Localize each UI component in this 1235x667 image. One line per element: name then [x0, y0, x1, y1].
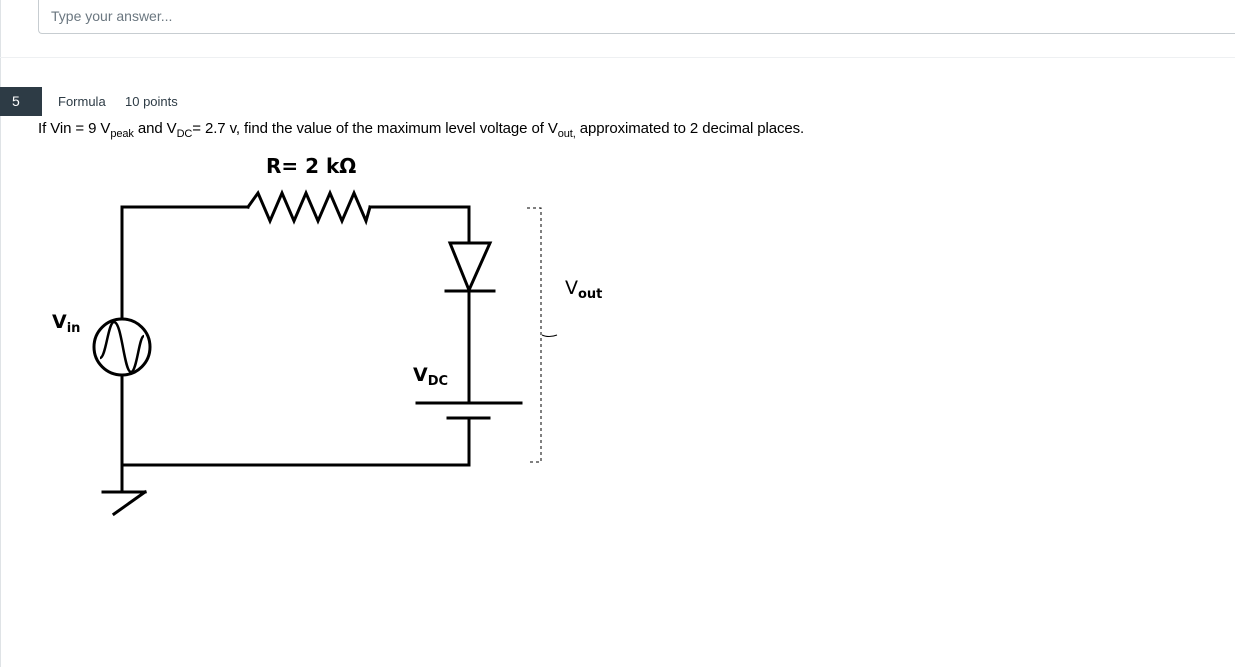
- question-text-part: approximated to 2 decimal places.: [575, 120, 805, 137]
- ground-slash: [111, 489, 148, 517]
- section-divider: [0, 57, 1235, 58]
- circuit-diagram: R= 2 kΩ Vin VDC Vout: [52, 154, 602, 517]
- ac-sine-icon: [99, 320, 146, 374]
- subscript-out: out,: [557, 128, 576, 140]
- question-text-part: = 2.7 v, find the value of the maximum l…: [192, 120, 558, 137]
- answer-input[interactable]: [38, 0, 1235, 34]
- right-top-wire: [368, 205, 471, 245]
- question-number-badge: 5: [0, 87, 42, 116]
- resistor-label: R= 2 kΩ: [266, 154, 356, 178]
- vout-bracket-tick: [541, 334, 558, 337]
- subscript-peak: peak: [110, 128, 134, 140]
- left-border: [0, 0, 1, 667]
- resistor-zigzag: [245, 189, 372, 226]
- vout-label: Vout: [565, 277, 602, 302]
- question-type: Formula: [58, 94, 106, 109]
- subscript-dc: DC: [176, 128, 193, 140]
- question-text-part: If Vin = 9 V: [38, 120, 111, 137]
- vin-label: Vin: [52, 311, 80, 336]
- question-points: 10 points: [125, 94, 178, 109]
- question-text-part: and V: [133, 120, 177, 137]
- left-wire: [120, 205, 212, 467]
- diode-triangle: [447, 241, 493, 294]
- vout-bracket: [527, 207, 542, 463]
- vdc-label: VDC: [413, 364, 448, 389]
- question-text: If Vin = 9 Vpeak and VDC= 2.7 v, find th…: [38, 120, 805, 140]
